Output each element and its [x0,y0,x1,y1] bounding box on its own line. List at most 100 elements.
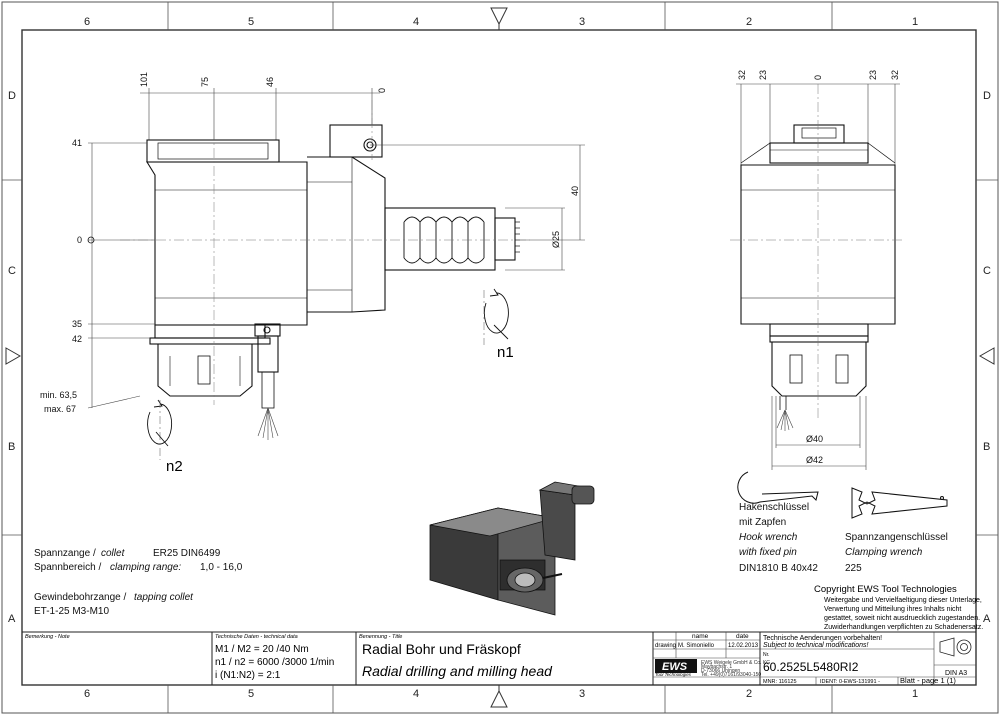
svg-text:46: 46 [265,77,275,87]
svg-text:Technische Aenderungen vorbeha: Technische Aenderungen vorbehalten! [763,635,882,642]
svg-text:B: B [8,441,15,453]
svg-text:225: 225 [845,563,862,574]
svg-text:1: 1 [912,688,918,700]
svg-text:Bemerkung - Note: Bemerkung - Note [25,634,70,640]
svg-text:D-73066 Uhingen: D-73066 Uhingen [701,668,740,674]
svg-text:32: 32 [890,70,900,80]
projection-symbol-icon [939,637,972,657]
svg-text:max. 67: max. 67 [44,404,76,414]
svg-text:Tel. +49(0)7161/93040-150: Tel. +49(0)7161/93040-150 [701,672,761,678]
svg-text:12.02.2013: 12.02.2013 [728,643,759,649]
svg-text:C: C [983,265,991,277]
svg-text:Technische Daten - technical d: Technische Daten - technical data [215,634,298,640]
svg-text:3: 3 [579,16,585,28]
svg-text:DIN A3: DIN A3 [945,670,967,677]
svg-text:EWS Weigele GmbH & Co. KG: EWS Weigele GmbH & Co. KG [701,660,770,666]
svg-text:Radial drilling and milling he: Radial drilling and milling head [362,663,553,679]
svg-text:Hook wrench: Hook wrench [739,532,798,543]
svg-text:IDENT: 0-EWS-131991 -: IDENT: 0-EWS-131991 - [820,679,880,685]
svg-text:2: 2 [746,688,752,700]
svg-text:i (N1:N2) = 2:1: i (N1:N2) = 2:1 [215,670,281,681]
svg-text:Blatt - page 1 (1): Blatt - page 1 (1) [900,676,956,685]
svg-text:ET-1-25 M3-M10: ET-1-25 M3-M10 [34,606,109,617]
ews-logo [655,659,697,673]
svg-text:Spannbereich /: Spannbereich / [34,562,101,573]
svg-text:5: 5 [248,16,254,28]
svg-text:40: 40 [570,186,580,196]
svg-text:Hakenschlüssel: Hakenschlüssel [739,502,809,513]
front-view [87,88,585,460]
svg-text:B: B [983,441,990,453]
copyright-notice: Copyright EWS Tool Technologies Weiterga… [814,584,983,631]
svg-text:4: 4 [413,16,419,28]
isometric-view [429,481,595,616]
svg-text:6: 6 [84,16,90,28]
svg-text:EWS: EWS [662,661,688,673]
svg-text:mit Zapfen: mit Zapfen [739,517,786,528]
side-view-dimensions: 32 23 0 23 32 Ø40 Ø42 [737,70,900,465]
svg-text:Subject to technical modificat: Subject to technical modifications! [763,642,868,649]
svg-text:0: 0 [377,88,387,93]
svg-text:75: 75 [200,77,210,87]
svg-text:Maybachstr. 1: Maybachstr. 1 [701,664,732,670]
svg-text:Spannzangenschlüssel: Spannzangenschlüssel [845,532,948,543]
svg-text:23: 23 [758,70,768,80]
svg-text:23: 23 [868,70,878,80]
svg-text:101: 101 [139,72,149,87]
title-block: Bemerkung - Note Technische Daten - tech… [22,631,976,685]
svg-text:A: A [983,613,991,625]
svg-text:41: 41 [72,138,82,148]
svg-text:MNR: 116125: MNR: 116125 [763,679,797,685]
n1-label: n1 [497,344,514,361]
svg-text:A: A [8,613,16,625]
svg-text:0: 0 [77,235,82,245]
svg-text:collet: collet [101,548,126,559]
svg-text:C: C [8,265,16,277]
svg-text:42: 42 [72,334,82,344]
svg-text:1,0 - 16,0: 1,0 - 16,0 [200,562,243,573]
svg-text:3: 3 [579,688,585,700]
svg-text:6: 6 [84,688,90,700]
hook-wrench-drawing [737,471,819,504]
svg-text:M. Simoniello: M. Simoniello [678,643,715,649]
front-view-dimensions: 101 75 46 0 41 0 35 42 min. 63,5 max. 67… [40,72,580,475]
svg-text:Ø42: Ø42 [806,455,823,465]
svg-text:Spannzange /: Spannzange / [34,548,96,559]
side-view [730,83,905,470]
svg-text:Ø25: Ø25 [551,231,561,248]
svg-text:Gewindebohrzange /: Gewindebohrzange / [34,592,127,603]
svg-text:Radial Bohr und Fräskopf: Radial Bohr und Fräskopf [362,641,521,657]
svg-text:5: 5 [248,688,254,700]
svg-text:date: date [736,633,749,640]
svg-text:clamping range:: clamping range: [110,562,181,573]
clamping-wrench-drawing [851,487,948,519]
svg-text:0: 0 [813,75,823,80]
grid-column-labels: 6 5 4 3 2 1 6 5 4 3 2 1 [84,16,918,700]
svg-text:n1 / n2 = 6000 /3000 1/min: n1 / n2 = 6000 /3000 1/min [215,657,334,668]
svg-text:2: 2 [746,16,752,28]
svg-text:with fixed pin: with fixed pin [739,547,797,558]
svg-text:M1 / M2 = 20 /40 Nm: M1 / M2 = 20 /40 Nm [215,644,309,655]
svg-text:Verwertung und Mitteilung ihre: Verwertung und Mitteilung ihres Inhalts … [824,606,961,613]
svg-text:1: 1 [912,16,918,28]
svg-text:D: D [8,90,16,102]
svg-text:name: name [692,633,709,640]
svg-text:Benennung - Title: Benennung - Title [359,634,402,640]
hook-wrench-text: Hakenschlüssel mit Zapfen Hook wrench wi… [739,502,818,574]
n2-label: n2 [166,458,183,475]
svg-text:D: D [983,90,991,102]
svg-text:32: 32 [737,70,747,80]
svg-text:Weitergabe und Vervielfaeltigu: Weitergabe und Vervielfaeltigung dieser … [824,597,982,604]
svg-text:DIN1810 B 40x42: DIN1810 B 40x42 [739,563,818,574]
svg-text:4: 4 [413,688,419,700]
svg-text:min. 63,5: min. 63,5 [40,390,77,400]
svg-text:60.2525L5480RI2: 60.2525L5480RI2 [763,660,859,674]
svg-text:Nr.: Nr. [763,652,769,658]
svg-text:Zuwiderhandlungen verpflichten: Zuwiderhandlungen verpflichten zu Schade… [824,624,983,631]
svg-text:Clamping wrench: Clamping wrench [845,547,923,558]
clamping-wrench-text: Spannzangenschlüssel Clamping wrench 225 [845,532,948,574]
collet-specs: Spannzange / collet ER25 DIN6499 Spannbe… [34,548,243,617]
svg-text:Ø40: Ø40 [806,434,823,444]
